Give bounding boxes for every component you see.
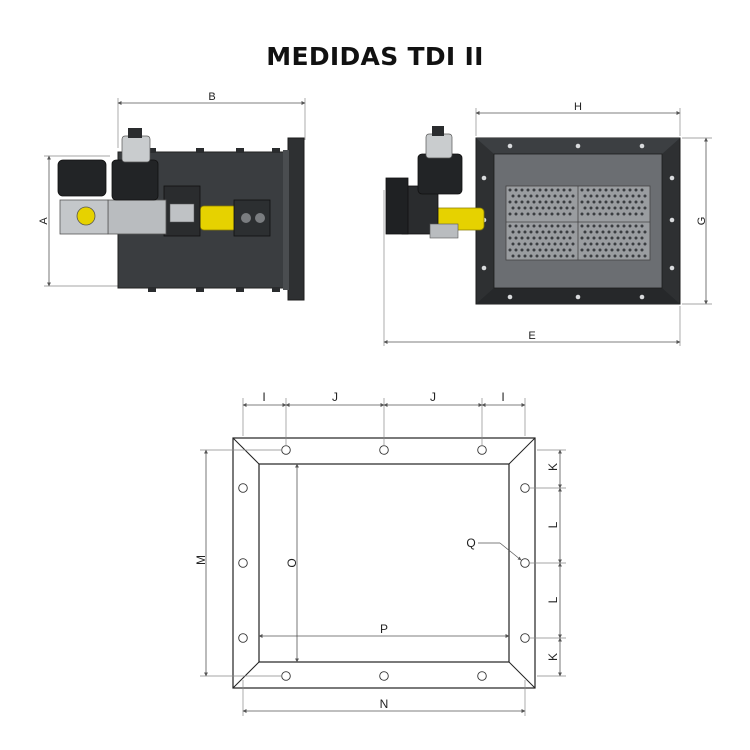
dimension-g: G [682,137,712,305]
dimension-i-right-label: I [501,390,504,404]
dimension-j-left-label: J [332,390,338,404]
dimension-e: E [383,190,681,346]
dimension-m-label: M [194,555,208,565]
dimension-i-left-label: I [262,390,265,404]
dimension-j-right-label: J [430,390,436,404]
dimension-k-bottom-label: K [546,653,560,661]
valve-block [107,199,167,235]
solenoid-coil-right [111,159,159,201]
side-view: B A [38,91,306,301]
burner-flange [287,137,305,301]
frame-drawing: I J J I K L L K M O [194,390,566,716]
dimension-n [242,680,526,716]
hole-callout: Q [466,536,522,561]
dimension-p-label: P [380,622,388,636]
dimension-l-upper-label: L [546,521,560,528]
dimension-l-lower-label: L [546,596,560,603]
dimension-chain-top [242,398,526,446]
dimension-m [200,449,282,677]
dimension-n-label: N [380,697,389,711]
page-title: MEDIDAS TDI II [266,42,484,71]
dimension-h-label: H [574,101,582,113]
hole-callout-label: Q [466,536,475,550]
dimension-k-top-label: K [546,463,560,471]
dimension-o-label: O [285,558,299,567]
frame-inner [258,463,510,663]
dimension-a-label: A [38,217,50,225]
dimension-g-label: G [696,217,708,226]
mounting-holes [238,445,530,681]
dimension-chain-right [529,449,566,677]
dimension-h: H [475,101,681,136]
ceramic-plates [505,185,651,261]
front-view: H G E [383,101,712,346]
dimension-e-label: E [528,330,535,342]
solenoid-coil-left [57,159,107,197]
dimension-b: B [117,91,306,148]
dimension-b-label: B [208,91,215,103]
gauge-icon [76,206,96,226]
